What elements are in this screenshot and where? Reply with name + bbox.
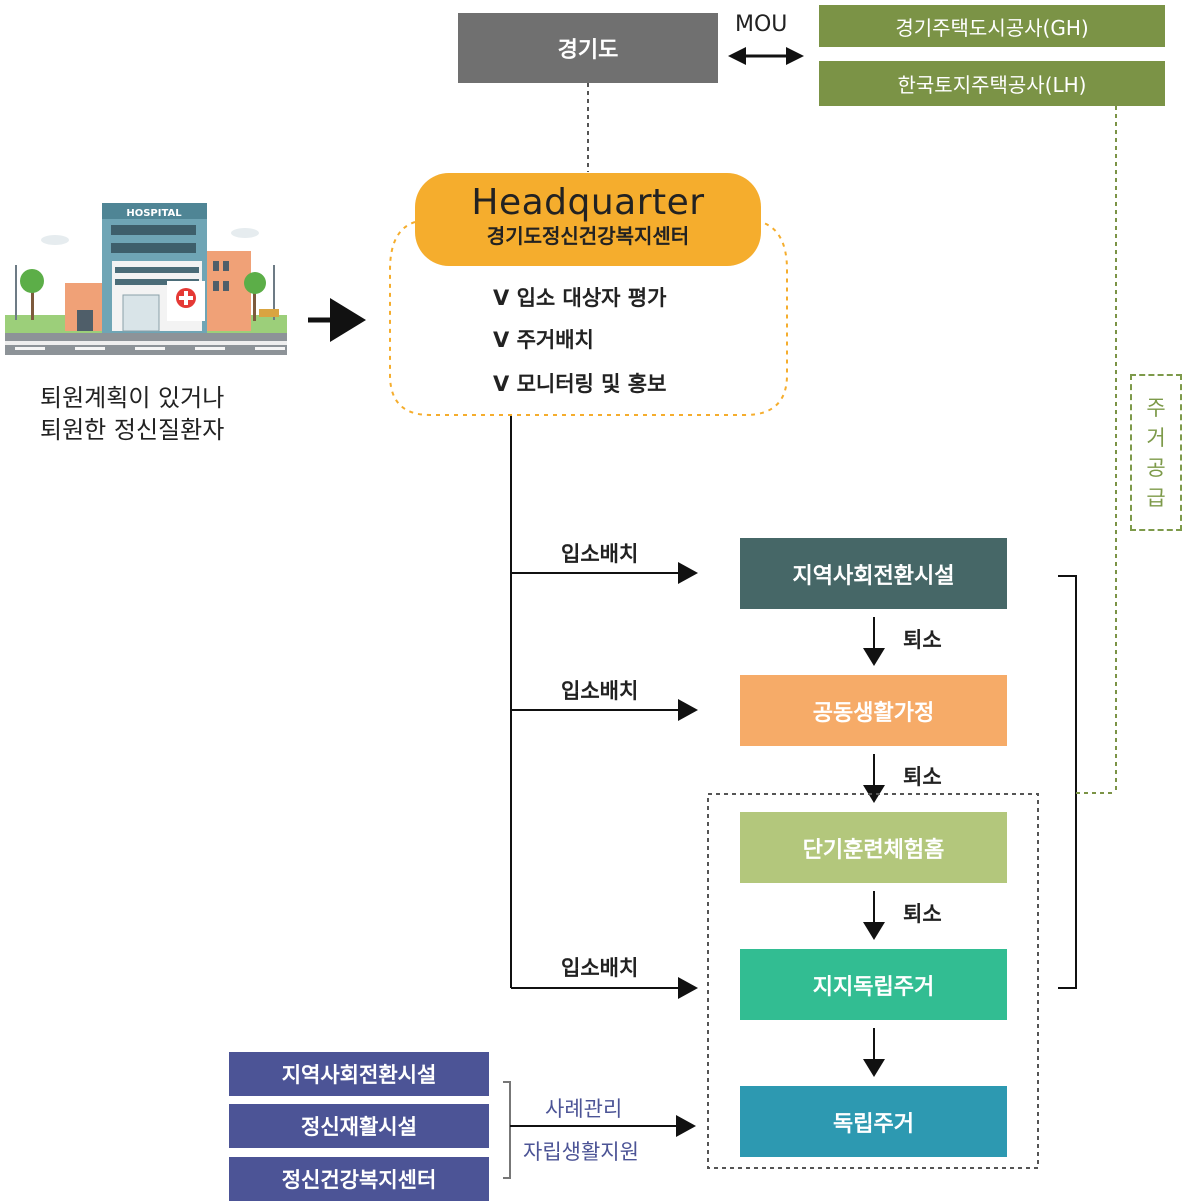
step-group-home: 공동생활가정	[740, 675, 1007, 746]
discharge-label-1: 퇴소	[903, 628, 942, 652]
independent-living-label: 자립생활지원	[523, 1140, 639, 1164]
step-transition-facility: 지역사회전환시설	[740, 538, 1007, 609]
step-independent-housing: 독립주거	[740, 1086, 1007, 1157]
gh-label: 경기주택도시공사(GH)	[895, 15, 1089, 40]
headquarter-box: Headquarter 경기도정신건강복지센터	[415, 173, 761, 266]
discharge-label-2: 퇴소	[903, 765, 942, 789]
headquarter-title: Headquarter	[471, 182, 705, 223]
lh-label: 한국토지주택공사(LH)	[897, 73, 1087, 97]
gyeonggi-label: 경기도	[557, 38, 619, 63]
step-short-term-home: 단기훈련체험홈	[740, 812, 1007, 883]
hospital-sign: HOSPITAL	[126, 208, 182, 219]
placement-label-3: 입소배치	[561, 956, 639, 980]
mou-label: MOU	[735, 12, 788, 37]
support-org-1: 지역사회전환시설	[229, 1052, 489, 1096]
headquarter-subtitle: 경기도정신건강복지센터	[486, 224, 690, 248]
hq-task-3: V 모니터링 및 홍보	[493, 372, 667, 396]
placement-label-2: 입소배치	[561, 679, 639, 703]
step-supported-housing: 지지독립주거	[740, 949, 1007, 1020]
housing-supply-label: 주 거 공 급	[1130, 374, 1182, 531]
hq-task-1: V 입소 대상자 평가	[493, 286, 667, 310]
gyeonggi-box: 경기도	[458, 13, 718, 83]
support-org-3: 정신건강복지센터	[229, 1157, 489, 1201]
hq-task-2: V 주거배치	[493, 328, 594, 352]
hospital-illustration: HOSPITAL	[5, 203, 287, 355]
patient-line-2: 퇴원한 정신질환자	[40, 416, 225, 444]
placement-label-1: 입소배치	[561, 542, 639, 566]
support-org-2: 정신재활시설	[229, 1104, 489, 1148]
discharge-label-3: 퇴소	[903, 902, 942, 926]
case-management-label: 사례관리	[545, 1097, 623, 1121]
lh-box: 한국토지주택공사(LH)	[819, 61, 1165, 106]
gh-box: 경기주택도시공사(GH)	[819, 5, 1165, 47]
patient-line-1: 퇴원계획이 있거나	[40, 384, 225, 412]
